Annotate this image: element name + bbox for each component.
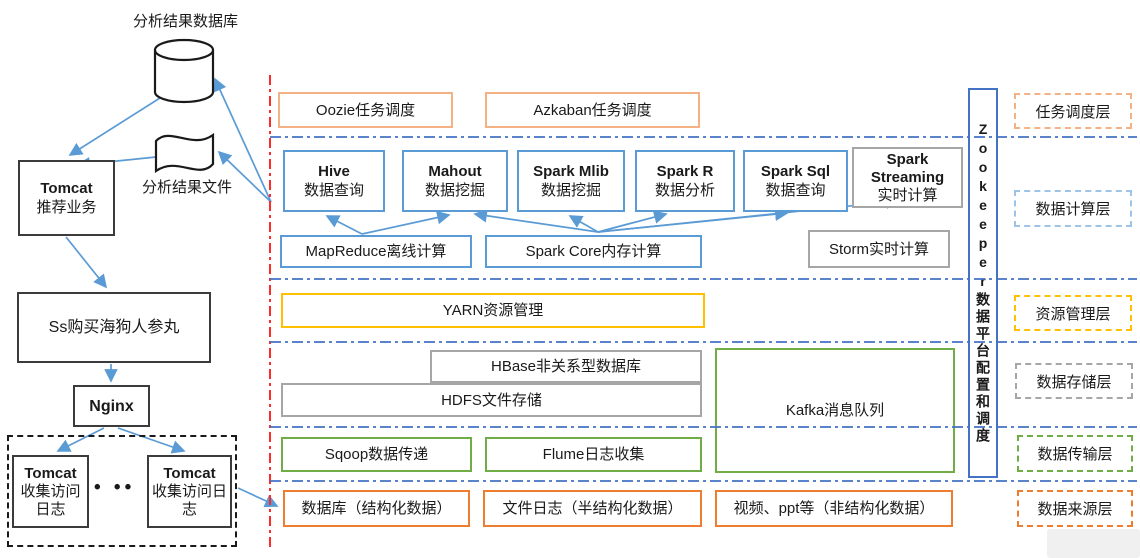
hive-subtitle: 数据查询 [303,182,364,199]
oozie-box: Oozie任务调度 [278,92,453,128]
zookeeper-bar: Zookeeper数据平台配置和调度 [968,88,998,478]
tomcat-app-title: Tomcat [40,180,93,197]
nginx-box: Nginx [73,385,150,427]
watermark [1047,529,1140,558]
storm-box: Storm实时计算 [808,230,950,268]
layer-label-storage: 数据存储层 [1015,363,1133,399]
tomcat-log-1-title: Tomcat [24,464,77,482]
sqoop-box: Sqoop数据传递 [281,437,472,472]
source-media-box: 视频、ppt等（非结构化数据） [715,490,953,527]
spark-r-title: Spark R [656,163,714,180]
source-filelog-box: 文件日志（半结构化数据） [483,490,702,527]
hive-title: Hive [318,163,350,180]
hive-box: Hive 数据查询 [283,150,385,212]
mahout-title: Mahout [428,163,482,180]
hbase-box: HBase非关系型数据库 [430,350,702,383]
tomcat-app-box: Tomcat 推荐业务 [18,160,115,236]
analysis-db-cylinder [153,38,215,104]
spark-sql-subtitle: 数据查询 [765,182,826,199]
layer-label-scheduling: 任务调度层 [1014,93,1132,129]
tomcat-log-box-1: Tomcat 收集访问日志 [12,455,89,528]
kafka-box: Kafka消息队列 [715,348,955,473]
spark-sql-box: Spark Sql 数据查询 [743,150,848,212]
yarn-box: YARN资源管理 [281,293,705,328]
spark-mlib-title: Spark Mlib [533,163,609,180]
layer-label-compute: 数据计算层 [1014,190,1132,227]
cluster-ellipsis: • •• [94,477,136,498]
analysis-file-shape [154,132,215,174]
layer-label-transport: 数据传输层 [1017,435,1133,472]
mapreduce-box: MapReduce离线计算 [280,235,472,268]
source-db-box: 数据库（结构化数据） [283,490,470,527]
mahout-subtitle: 数据挖掘 [424,182,485,199]
spark-streaming-title: Spark Streaming [870,150,945,186]
spark-sql-title: Spark Sql [760,163,831,180]
mahout-box: Mahout 数据挖掘 [402,150,508,212]
azkaban-box: Azkaban任务调度 [485,92,700,128]
spark-streaming-subtitle: 实时计算 [877,186,938,204]
analysis-file-label: 分析结果文件 [142,179,233,196]
flume-box: Flume日志收集 [485,437,702,472]
spark-r-subtitle: 数据分析 [654,182,715,199]
layer-label-resource: 资源管理层 [1014,295,1132,331]
spark-streaming-box: Spark Streaming 实时计算 [852,147,963,208]
ss-business-box: Ss购买海狗人参丸 [17,292,211,363]
analysis-db-label: 分析结果数据库 [133,13,239,30]
spark-mlib-subtitle: 数据挖掘 [540,182,601,199]
tomcat-log-1-subtitle: 收集访问日志 [20,482,81,518]
layer-label-source: 数据来源层 [1017,490,1133,527]
tomcat-log-2-subtitle: 收集访问日志 [151,482,227,518]
spark-core-box: Spark Core内存计算 [485,235,702,268]
tomcat-cluster-container [7,435,237,547]
tomcat-app-subtitle: 推荐业务 [36,199,97,216]
spark-r-box: Spark R 数据分析 [635,150,735,212]
tomcat-log-box-2: Tomcat 收集访问日志 [147,455,232,528]
hdfs-box: HDFS文件存储 [281,383,702,417]
spark-mlib-box: Spark Mlib 数据挖掘 [517,150,625,212]
tomcat-log-2-title: Tomcat [163,464,216,482]
